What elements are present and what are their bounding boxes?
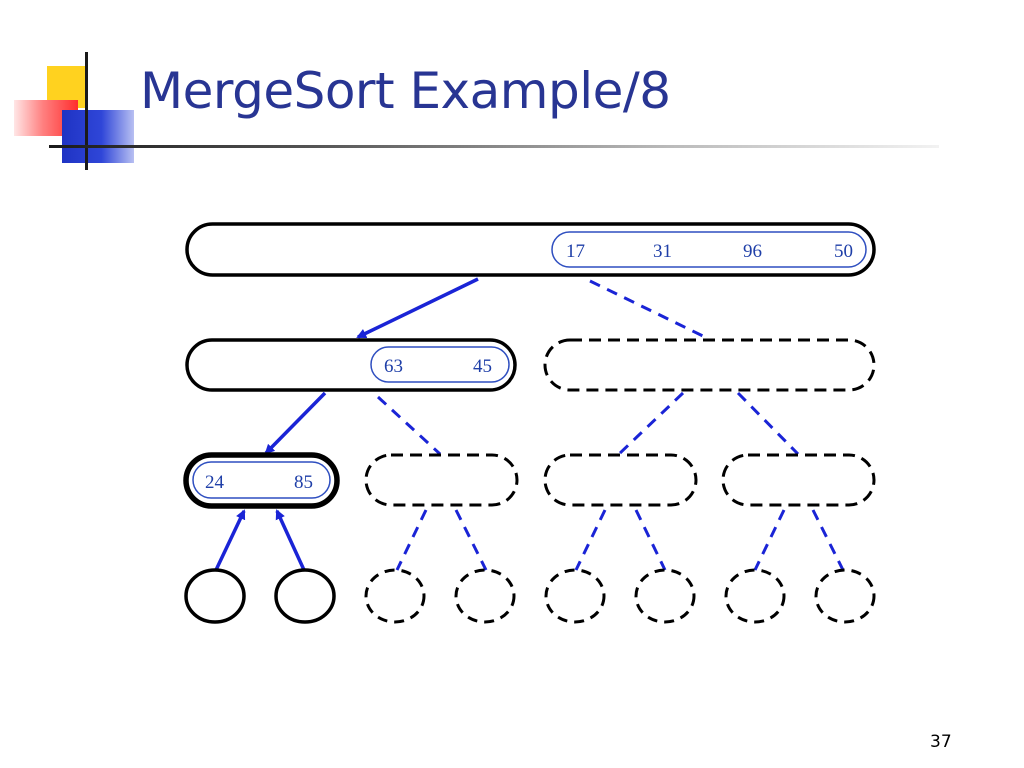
slide-title: MergeSort Example/8 bbox=[140, 62, 671, 120]
logo-blue-square bbox=[62, 110, 134, 163]
edge-dashed-leaf6 bbox=[634, 509, 667, 571]
value-45: 45 bbox=[473, 356, 492, 377]
edge-dashed-leaf5 bbox=[574, 509, 607, 571]
node-level2-pending-2 bbox=[543, 453, 698, 507]
edge-dashed-leaf8 bbox=[811, 509, 845, 571]
value-85: 85 bbox=[294, 472, 313, 493]
node-level2-pending-3 bbox=[721, 453, 876, 507]
leaf-node-4 bbox=[454, 568, 516, 624]
leaf-node-5 bbox=[544, 568, 606, 624]
title-underline bbox=[49, 145, 939, 148]
arrow-leaf1-up bbox=[214, 509, 246, 571]
array-pill-level1-left bbox=[370, 346, 510, 383]
edge-dashed-leaf7 bbox=[753, 509, 786, 571]
arrow-level0-to-left bbox=[356, 277, 479, 339]
arrow-level1-to-left bbox=[264, 391, 327, 455]
logo-vertical-rule bbox=[85, 52, 88, 170]
value-96: 96 bbox=[743, 241, 762, 262]
value-50: 50 bbox=[834, 241, 853, 262]
array-pill-level0 bbox=[551, 231, 867, 268]
leaf-node-7 bbox=[724, 568, 786, 624]
leaf-node-1 bbox=[184, 568, 246, 624]
value-24: 24 bbox=[205, 472, 225, 493]
edge-dashed-leaf4 bbox=[454, 509, 488, 571]
node-level1-right-pending bbox=[543, 338, 876, 392]
edge-dashed-leaf3 bbox=[395, 509, 428, 571]
node-level0 bbox=[185, 222, 876, 277]
value-63: 63 bbox=[384, 356, 403, 377]
value-31: 31 bbox=[653, 241, 672, 262]
node-level2-active bbox=[183, 452, 340, 509]
node-level1-left bbox=[185, 338, 517, 392]
edge-dashed-level1-left-right bbox=[376, 395, 442, 456]
edge-dashed-level0-right bbox=[589, 279, 708, 340]
node-level2-pending-1 bbox=[364, 453, 519, 507]
array-pill-level2-active bbox=[192, 461, 331, 499]
arrow-leaf2-up bbox=[275, 509, 306, 571]
edge-dashed-level1-right-left bbox=[617, 391, 685, 456]
leaf-node-6 bbox=[634, 568, 696, 624]
edge-dashed-level1-right-right bbox=[736, 391, 800, 456]
leaf-node-8 bbox=[814, 568, 876, 624]
leaf-node-3 bbox=[364, 568, 426, 624]
value-17: 17 bbox=[566, 241, 585, 262]
slide-number: 37 bbox=[930, 732, 952, 752]
leaf-node-2 bbox=[274, 568, 336, 624]
